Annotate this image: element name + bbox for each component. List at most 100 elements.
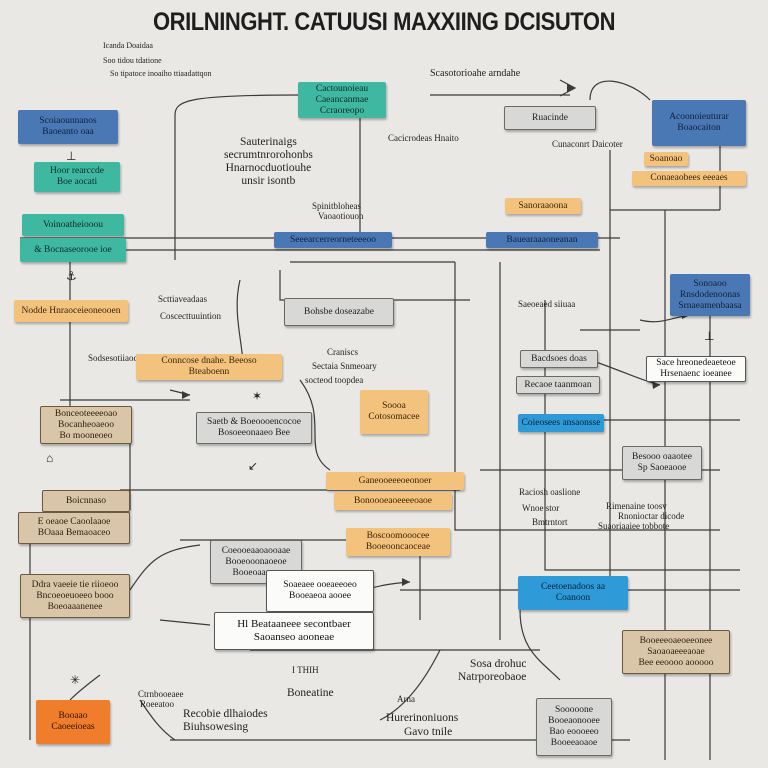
node-tan-bottom-right[interactable]: Booeeeoaeoeeonee Saoaoaeeeaoae Bee eeooo… — [622, 630, 730, 674]
node-line: Nodde Hnraoceieoneooen — [21, 305, 121, 316]
label-right-mid-3: Bmtrntort — [532, 517, 568, 527]
lamp-icon: ⌂ — [46, 451, 54, 465]
node-orange-right-2[interactable]: Conaeaobees eeeaes — [632, 171, 746, 186]
node-line: Sooooone — [555, 705, 593, 715]
node-orange-right-3[interactable]: Sanoraaoona — [505, 198, 581, 214]
node-grey-right-2[interactable]: Recaoe taanmoan — [516, 376, 600, 394]
node-line: Saetb & Boeoooencocoe — [207, 417, 301, 427]
node-orange-left[interactable]: Nodde Hnraoceieoneooen — [14, 300, 128, 322]
node-line: Bo mooneoeo — [59, 430, 113, 441]
node-line: Bee eeoooo aooooo — [638, 657, 714, 668]
node-grey-center-2[interactable]: Saetb & Boeoooencocoe Bosoeeonaaeo Bee — [196, 412, 312, 444]
node-grey-right-1[interactable]: Bacdsoes doas — [520, 350, 598, 368]
node-line: Seeearcerreorneteeeoo — [290, 234, 376, 245]
node-grey-right-4[interactable]: Besooo oaaotee Sp Saoeaooe — [622, 446, 702, 480]
node-right-3[interactable]: Sace hreonedeaeteoe Hrsenaenc ioeanee — [646, 356, 746, 382]
label-left-pair-2: Coscecttuuintion — [160, 311, 221, 321]
node-line: Baoeanto oaa — [42, 127, 94, 137]
label-bottom-center-2: Boneatine — [287, 687, 334, 699]
label-bottom-left-1: Ctrnbooeaee — [138, 689, 184, 699]
node-white-center[interactable]: Soaeaee ooeaeeoeo Booeaeoa aooee — [266, 570, 374, 612]
node-line: Conaeaobees eeeaes — [650, 173, 728, 183]
star-icon: ✳ — [70, 673, 81, 687]
node-line: BOaaa Bemaoaceo — [37, 528, 111, 538]
node-grey-center-1[interactable]: Bohsbe doseazabe — [284, 298, 394, 326]
node-line: Coieosees ansaonsse — [521, 417, 601, 428]
label-right-mid-1: Raciosh oaslione — [519, 487, 581, 497]
node-teal-left-1[interactable]: Hoor rearccde Boe aocati — [34, 162, 120, 192]
label-right-mid-6: Suaoriaaiee tobbote — [598, 521, 670, 531]
node-orange-center-4[interactable]: Bonoooeaoeeeeoaoe — [334, 492, 452, 510]
label-bottom-center-6: Hurerinoniuons — [386, 712, 459, 724]
node-line: Bonceoteeeeoao — [54, 408, 118, 419]
node-teal-top[interactable]: Cactounoieau Caeancanmae Ccraoreopo — [298, 82, 386, 118]
node-line: Ddra vaeeie tie riioeoo — [31, 579, 119, 590]
node-line: Acoonoieuturar — [669, 112, 729, 122]
node-tan-left-3[interactable]: E oeaoe Caoolaaoe BOaaa Bemaoaceo — [18, 512, 130, 544]
node-blue-mid[interactable]: Seeearcerreorneteeeoo — [274, 232, 392, 248]
label-spin-top: Spinitbloheas — [312, 201, 361, 211]
node-line: Sonoaoo — [693, 278, 727, 289]
node-orange-center-3[interactable]: Ganeooeeeoeonoer — [326, 472, 464, 490]
node-line: Sace hreonedeaeteoe — [656, 358, 736, 368]
node-line: Coanoon — [555, 593, 591, 603]
node-line: Boeoaaanenee — [47, 601, 103, 612]
label-grey-left-mid-2: Saeoeaed siiuaa — [518, 299, 576, 309]
label-spin-mid: Vaoaotiouon — [318, 211, 364, 221]
node-cyan-bottom-right[interactable]: Ceetoenadoos aa Coanoon — [518, 576, 628, 610]
node-line: Booeoaaooe — [232, 567, 280, 578]
node-line: Saoanseo aooneae — [253, 631, 335, 643]
node-line: Caoeeioeas — [51, 722, 95, 732]
node-line: Booeeeoaeoeeonee — [639, 635, 713, 646]
label-grey-left-mid: Sodsesotiiaods — [88, 353, 142, 363]
label-center-mid-3: socteod toopdea — [305, 375, 364, 385]
node-line: Hrsenaenc ioeanee — [660, 369, 732, 379]
node-blue-mid-2[interactable]: Bauearaaaoneanan — [486, 232, 598, 248]
node-deep-orange[interactable]: Booaao Caoeeioeas — [36, 700, 110, 744]
node-tan-left-4[interactable]: Ddra vaeeie tie riioeoo Bncoeoeuoeeo boo… — [20, 574, 130, 618]
node-teal-left-3[interactable]: & Bocnaseorooe ioe — [20, 238, 126, 262]
node-line: Bocanheoaeoo — [58, 419, 114, 430]
node-line: Bao eoooeeo — [549, 727, 599, 737]
node-line: Booeaeoa aooee — [289, 591, 351, 601]
node-blue-right[interactable]: Sonoaoo Rnsdodenoonas Srnaeamenbaasa — [670, 274, 750, 316]
node-line: Ceetoenadoos aa — [540, 582, 606, 592]
node-orange-right-1[interactable]: Soanoao — [644, 152, 688, 166]
node-tan-left-1[interactable]: Bonceoteeeeoao Bocanheoaeoo Bo mooneoeo — [40, 406, 132, 444]
label-bottom-center-5: Arna — [397, 694, 415, 704]
node-line: & Bocnaseorooe ioe — [34, 244, 112, 255]
pin-icon: ⊥ — [66, 149, 77, 163]
label-center-small: Cacicrodeas Hnaito — [388, 133, 459, 143]
label-mid-left-3: Hnarnocduotiouhe — [225, 162, 312, 174]
node-orange-center-2[interactable]: Soooa Cotosomacee — [360, 390, 428, 434]
node-teal-left-2[interactable]: Voinoatheiooou — [22, 214, 124, 236]
label-top-left-2: Soo tidou tdatione — [103, 56, 162, 65]
node-grey-bottom[interactable]: Sooooone Booeaonooee Bao eoooeeo Booeeao… — [536, 698, 612, 756]
node-tan-left-2[interactable]: Boicnnaso — [42, 490, 130, 512]
node-orange-center[interactable]: Conncose dnahe. Beeoso Bteaboenn — [136, 354, 282, 380]
node-line: Conncose dnahe. Beeoso — [161, 356, 257, 366]
node-white-center-2[interactable]: Hl Beataaneee secontbaer Saoanseo aoonea… — [214, 612, 374, 650]
node-line: Sanoraaoona — [518, 200, 568, 211]
label-right-mid-5: Rnonioctar dicode — [618, 511, 685, 521]
node-line: Boe aocati — [56, 177, 98, 187]
node-grey-top[interactable]: Ruacinde — [504, 106, 596, 130]
node-line: Scoiaounnanos — [39, 116, 97, 126]
node-orange-center-5[interactable]: Boscoomooocee Booeooncaoceae — [346, 528, 450, 556]
node-blue-top-right[interactable]: Acoonoieuturar Boaocaiton — [652, 100, 746, 146]
label-top-left-1: Icanda Doaidaa — [103, 41, 153, 50]
node-line: Besooo oaaotee — [632, 452, 692, 462]
label-center-mid-1: Craniscs — [327, 347, 358, 357]
label-top-center: Scasotorioahe arndahe — [430, 68, 521, 79]
node-line: Bauearaaaoneanan — [506, 234, 578, 245]
node-cyan-right[interactable]: Coieosees ansaonsse — [518, 414, 604, 432]
node-line: Bncoeoeuoeeo booo — [36, 590, 114, 601]
label-bottom-center-7: Gavo tnile — [404, 726, 453, 738]
node-line: Ganeooeeeoeonoer — [358, 475, 432, 486]
node-line: Bacdsoes doas — [531, 353, 587, 364]
node-line: Ruacinde — [532, 112, 568, 123]
node-line: Cotosomacee — [368, 412, 420, 422]
node-blue-top-left[interactable]: Scoiaounnanos Baoeanto oaa — [18, 110, 118, 144]
node-line: Recaoe taanmoan — [524, 379, 592, 390]
node-line: Soooa — [382, 401, 406, 411]
